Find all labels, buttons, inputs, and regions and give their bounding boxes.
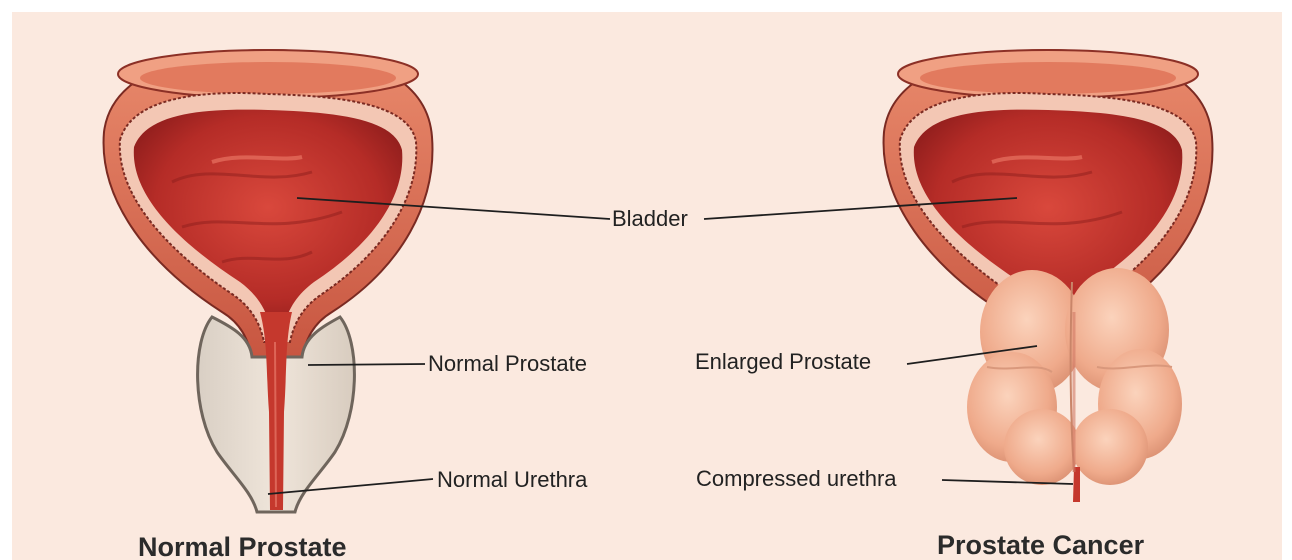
diagram-panel: Bladder Normal Prostate Normal Urethra E… bbox=[12, 12, 1282, 560]
compressed-urethra-label: Compressed urethra bbox=[696, 467, 897, 491]
title-prostate-cancer: Prostate Cancer bbox=[937, 530, 1144, 560]
bladder-label: Bladder bbox=[612, 207, 688, 231]
enlarged-prostate-label: Enlarged Prostate bbox=[695, 350, 871, 374]
leader-normal-prostate bbox=[308, 364, 425, 365]
anatomy-illustration bbox=[12, 12, 1282, 560]
title-normal-prostate: Normal Prostate bbox=[138, 532, 347, 560]
normal-urethra-label: Normal Urethra bbox=[437, 468, 587, 492]
normal-prostate-label: Normal Prostate bbox=[428, 352, 587, 376]
